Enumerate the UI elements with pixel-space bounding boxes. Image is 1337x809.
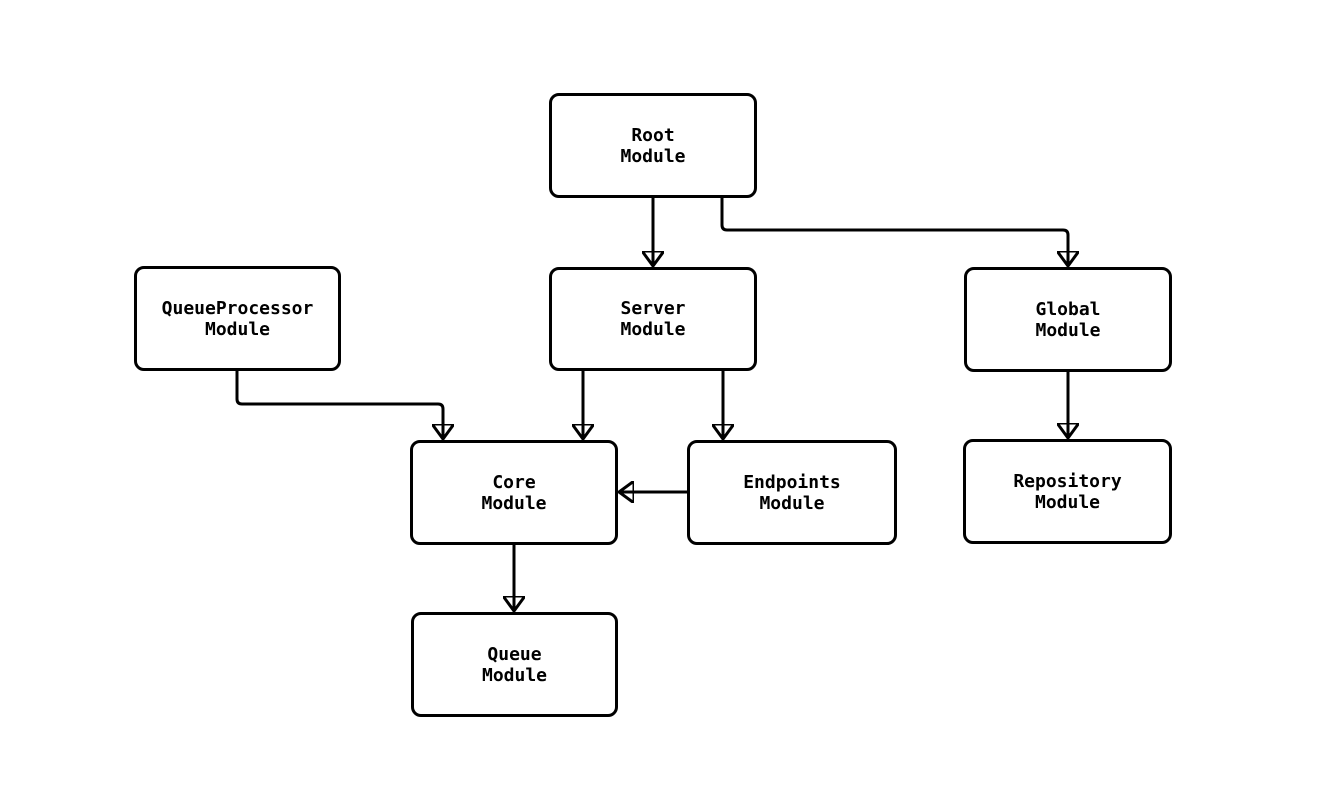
node-global-module-label: Global Module [1035,298,1101,341]
node-global-module: Global Module [964,267,1172,372]
node-queue-module: Queue Module [411,612,618,717]
node-queue-module-label: Queue Module [481,643,548,686]
node-endpoints-module: Endpoints Module [687,440,897,545]
node-server-module-label: Server Module [620,298,686,340]
node-core-module-label: Core Module [481,471,547,514]
node-queueprocessor-module-label: QueueProcessor Module [161,297,314,340]
edge-root-to-global [720,198,1068,265]
node-repository-module: Repository Module [963,439,1172,544]
node-server-module: Server Module [549,267,757,371]
node-root-module-label: Root Module [620,124,686,167]
node-endpoints-module-label: Endpoints Module [743,471,841,514]
node-core-module: Core Module [410,440,618,545]
node-repository-module-label: Repository Module [1013,470,1122,513]
edge-queueprocessor-to-core [235,371,443,438]
node-queueprocessor-module: QueueProcessor Module [134,266,341,371]
node-root-module: Root Module [549,93,757,198]
